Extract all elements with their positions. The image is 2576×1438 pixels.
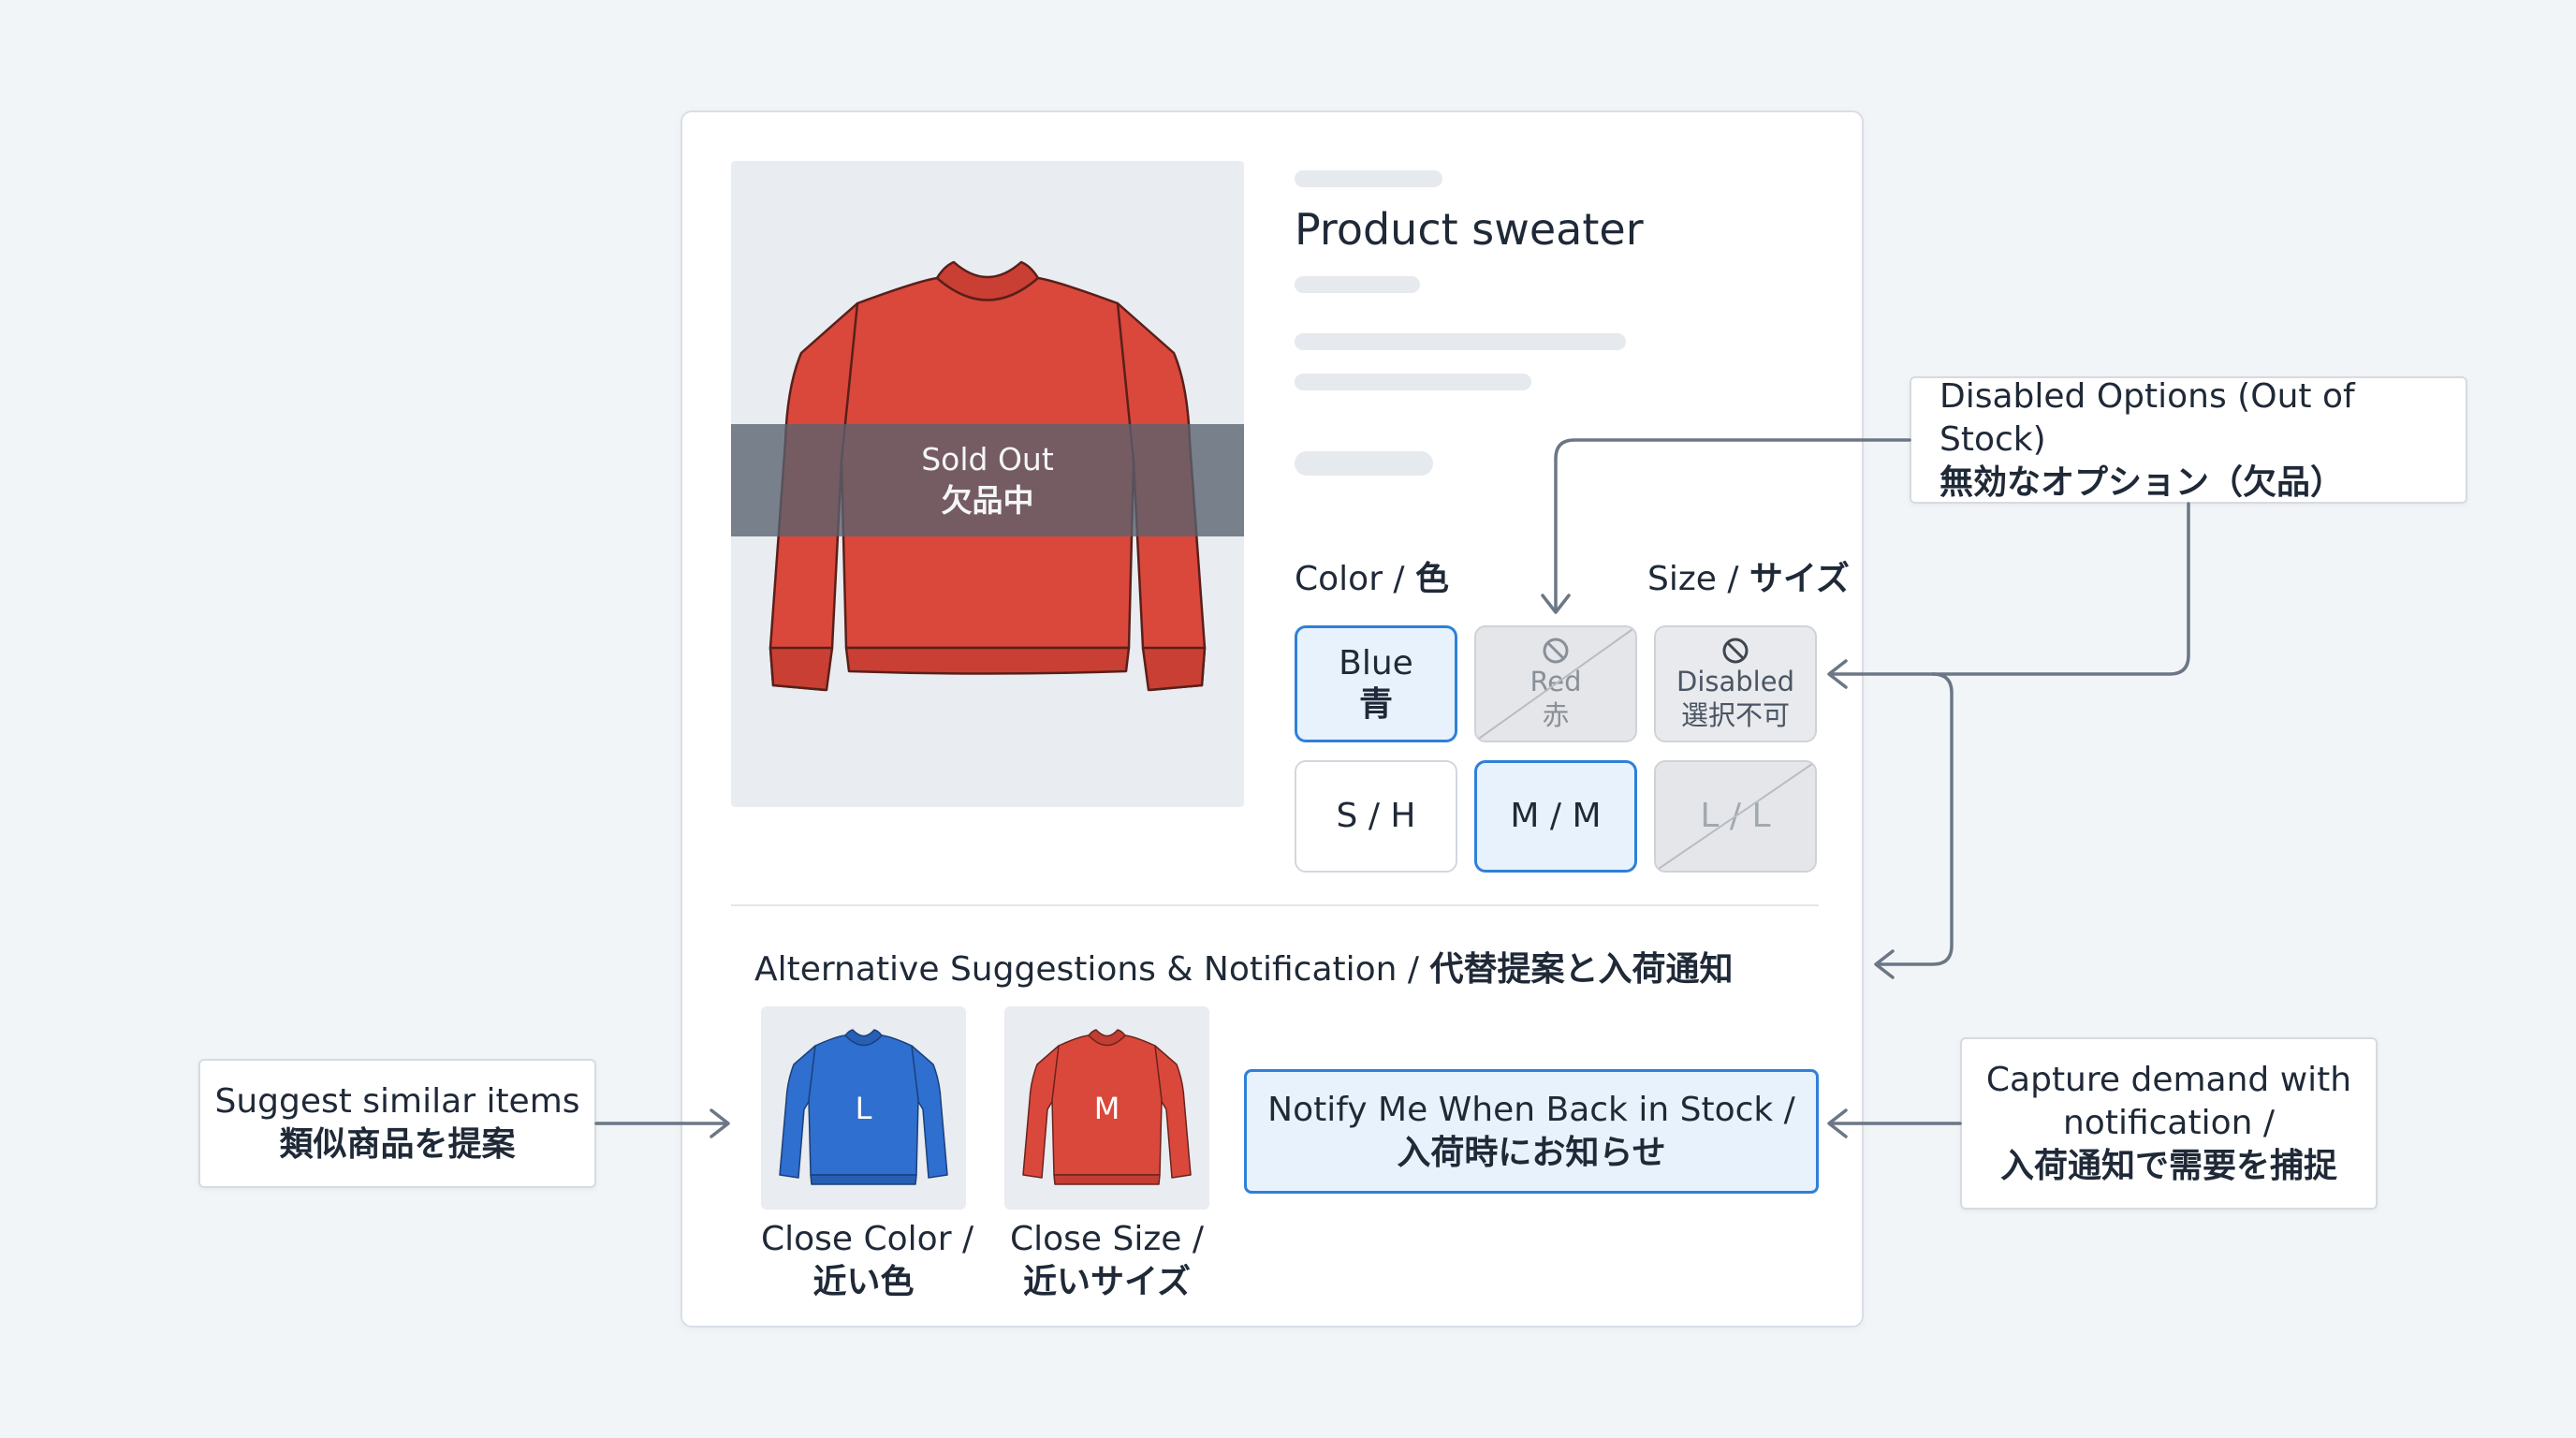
option-label: S / H — [1336, 797, 1416, 835]
product-title: Product sweater — [1295, 204, 1644, 255]
color-label: Color / 色 — [1295, 560, 1450, 598]
callout-disabled-options: Disabled Options (Out of Stock) 無効なオプション… — [1910, 376, 2467, 504]
suggestion-caption: Close Color / 近い色 — [761, 1220, 974, 1301]
suggestion-badge: L — [855, 1091, 872, 1126]
product-image — [731, 161, 1244, 807]
skeleton-line — [1295, 276, 1420, 293]
size-label: Size / サイズ — [1647, 560, 1850, 598]
sold-out-banner: Sold Out 欠品中 — [731, 424, 1244, 536]
option-label-jp: 選択不可 — [1680, 698, 1790, 731]
color-option-disabled: Disabled 選択不可 — [1654, 625, 1817, 742]
option-label: Disabled — [1676, 665, 1794, 697]
sold-out-text: Sold Out — [921, 441, 1054, 477]
callout-capture-demand: Capture demand with notification / 入荷通知で… — [1960, 1037, 2378, 1210]
arrow-to-disabled-option — [1829, 502, 2190, 676]
arrow-to-suggestions — [1876, 672, 1954, 966]
option-label-jp: 赤 — [1542, 698, 1570, 731]
suggestion-close-size[interactable]: M — [1004, 1006, 1209, 1210]
skeleton-line — [1295, 333, 1626, 350]
sold-out-text-jp: 欠品中 — [941, 482, 1034, 519]
skeleton-line — [1295, 170, 1442, 187]
option-label-jp: 青 — [1358, 684, 1393, 724]
color-option-blue[interactable]: Blue 青 — [1295, 625, 1457, 742]
strike-line — [1476, 627, 1635, 741]
suggestion-caption: Close Size / 近いサイズ — [1010, 1220, 1204, 1301]
option-label: Blue — [1339, 643, 1413, 682]
callout-suggest-similar: Suggest similar items 類似商品を提案 — [198, 1059, 596, 1188]
ban-icon — [1543, 638, 1569, 663]
notify-back-in-stock-button[interactable]: Notify Me When Back in Stock / 入荷時にお知らせ — [1244, 1069, 1819, 1194]
suggestion-badge: M — [1093, 1091, 1120, 1126]
suggestions-title: Alternative Suggestions & Notification /… — [754, 950, 1734, 989]
arrowhead — [1874, 949, 1895, 979]
color-option-red-disabled: Red 赤 — [1474, 625, 1637, 742]
suggestion-close-color[interactable]: L — [761, 1006, 966, 1210]
skeleton-line — [1295, 374, 1531, 390]
sweater-thumbnail — [779, 1029, 948, 1185]
strike-line — [1656, 762, 1815, 871]
option-label: M / M — [1510, 797, 1602, 835]
section-divider — [731, 904, 1819, 906]
size-option-m[interactable]: M / M — [1474, 760, 1637, 873]
size-option-s[interactable]: S / H — [1295, 760, 1457, 873]
skeleton-price — [1295, 451, 1433, 476]
sweater-thumbnail — [1022, 1029, 1192, 1185]
size-option-l-disabled: L / L — [1654, 760, 1817, 873]
ban-icon — [1722, 638, 1749, 663]
option-label: Red — [1530, 665, 1582, 697]
